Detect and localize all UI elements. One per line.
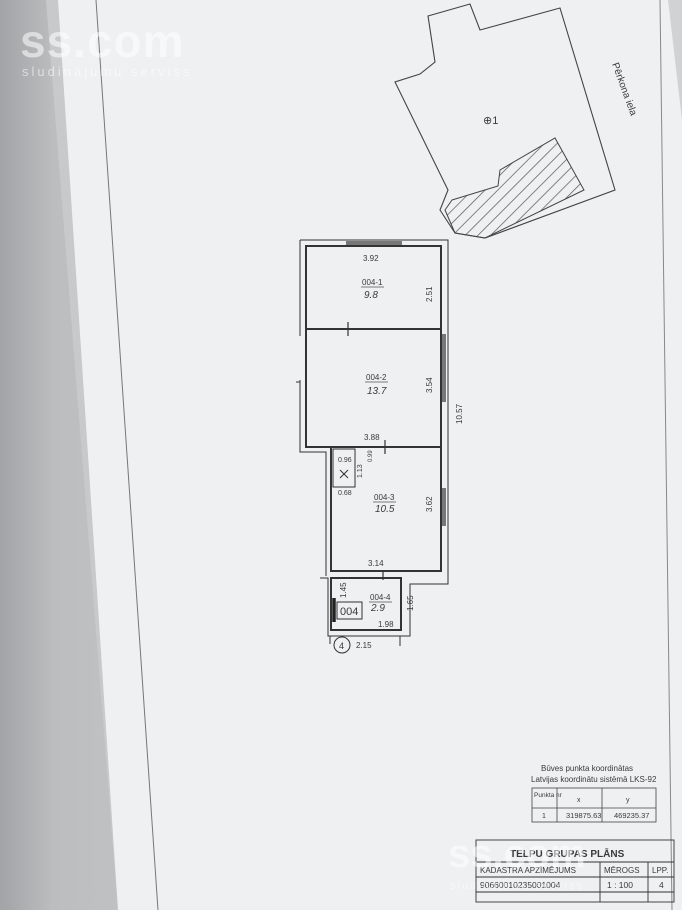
- unit-label: 004: [340, 606, 358, 618]
- watermark-logo: ss.com: [20, 15, 185, 67]
- drawing-frame: [95, 0, 159, 910]
- drawing-frame-right: [659, 0, 673, 910]
- room-004-1-width: 3.92: [363, 254, 379, 263]
- closet-dimension-d: 0.68: [338, 490, 352, 497]
- coordinates-subtitle: Latvijas koordinātu sistēmā LKS-92: [531, 775, 657, 784]
- coordinates-header-point: Punkta nr: [534, 792, 563, 799]
- room-004-3-id: 004-3: [374, 493, 395, 502]
- total-length-dimension: 10.57: [455, 403, 464, 424]
- coordinates-cell-x: 319875.63: [566, 811, 601, 820]
- closet-dimension-c: 0.99: [368, 450, 374, 462]
- unit-label-box: [336, 601, 363, 620]
- room-004-4-id: 004-4: [370, 593, 391, 602]
- entrance-marker: 4: [339, 641, 344, 651]
- coordinates-title: Būves punkta koordinātas: [541, 764, 633, 773]
- site-hatched-area: [444, 137, 585, 239]
- room-004-3-outline: [330, 446, 442, 572]
- title-block-title: TELPU GRUPAS PLĀNS: [510, 848, 625, 860]
- room-004-1-depth: 2.51: [425, 286, 434, 302]
- room-004-4-depth: 1.65: [406, 595, 415, 611]
- room-004-4-area: 2.9: [370, 603, 385, 614]
- room-004-4-outline: [330, 577, 402, 631]
- coordinates-header-x: x: [577, 797, 581, 804]
- watermark-subtitle-bottom: sludinājumu serviss: [450, 880, 584, 892]
- title-block: [475, 839, 675, 903]
- room-004-4-width: 1.98: [378, 620, 394, 629]
- room-004-3-depth: 3.62: [425, 496, 434, 512]
- watermark-subtitle: sludinājumu serviss: [22, 64, 193, 79]
- entry-dimension-a: 1.45: [339, 582, 348, 598]
- page-value: 4: [659, 880, 664, 890]
- room-004-3-area: 10.5: [375, 504, 395, 515]
- watermark-logo-bottom: ss.com: [448, 832, 586, 876]
- cadastre-value: 90660010235001004: [480, 880, 561, 890]
- coordinates-table: [531, 787, 657, 823]
- coordinates-cell-point: 1: [542, 813, 546, 820]
- closet-dimension-a: 0.96: [338, 457, 352, 464]
- entry-dimension-b: 2.15: [356, 641, 372, 650]
- page-label: LPP.: [652, 866, 668, 875]
- coordinates-header-y: y: [626, 797, 630, 804]
- entrance-marker-circle: [333, 636, 351, 654]
- room-004-2-id: 004-2: [366, 373, 387, 382]
- room-004-2-depth: 3.54: [425, 377, 434, 393]
- paper-sheet: [46, 0, 682, 910]
- room-004-1-area: 9.8: [364, 290, 378, 301]
- closet-dimension-b: 1.13: [357, 464, 364, 478]
- room-004-1-id: 004-1: [362, 278, 383, 287]
- room-004-2-area: 13.7: [367, 386, 387, 397]
- scale-value: 1 : 100: [607, 880, 633, 890]
- cadastre-label: KADASTRA APZĪMĒJUMS: [480, 866, 576, 875]
- site-building-marker: ⊕1: [483, 115, 498, 127]
- closet-outline: [332, 448, 356, 488]
- room-004-3-width: 3.14: [368, 559, 384, 568]
- floor-plan: [296, 239, 449, 646]
- paper-shadow-edge: [0, 0, 118, 910]
- room-004-2-width: 3.88: [364, 433, 380, 442]
- coordinates-cell-y: 469235.37: [614, 811, 649, 820]
- scale-label: MĒROGS: [604, 866, 640, 875]
